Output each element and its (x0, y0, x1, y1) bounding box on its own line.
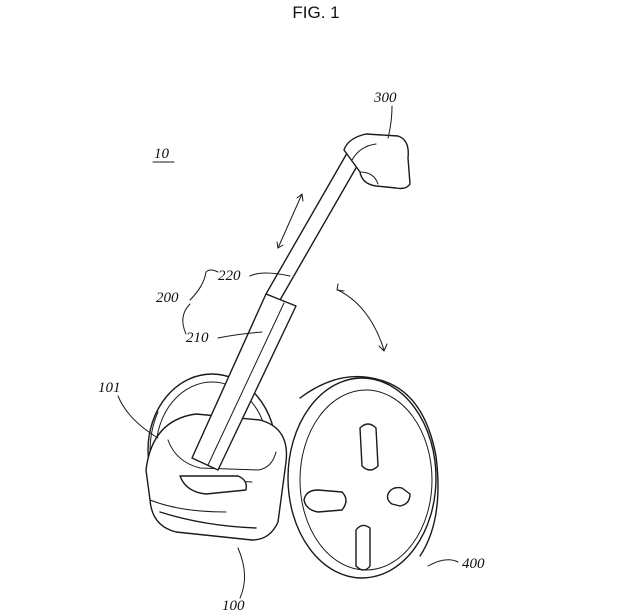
label-handle: 300 (373, 90, 397, 139)
svg-text:210: 210 (186, 330, 209, 346)
figure-title: FIG. 1 (292, 3, 339, 22)
label-steering: 200 (156, 269, 219, 335)
svg-text:200: 200 (156, 290, 179, 306)
svg-text:100: 100 (222, 598, 245, 612)
svg-text:101: 101 (98, 380, 121, 396)
handle (343, 133, 411, 190)
telescoping-arrow (276, 193, 304, 249)
right-wheel (287, 375, 439, 579)
label-wheel: 400 (427, 556, 485, 572)
label-assembly: 10 (152, 146, 175, 163)
svg-text:10: 10 (154, 146, 170, 162)
svg-text:400: 400 (462, 556, 485, 572)
label-lower-pole: 210 (186, 330, 263, 346)
label-body: 100 (222, 547, 245, 612)
svg-text:220: 220 (218, 268, 241, 284)
svg-text:300: 300 (373, 90, 397, 106)
label-footrest: 101 (98, 380, 159, 439)
label-upper-pole: 220 (218, 268, 291, 284)
pivot-arrow (336, 283, 388, 352)
